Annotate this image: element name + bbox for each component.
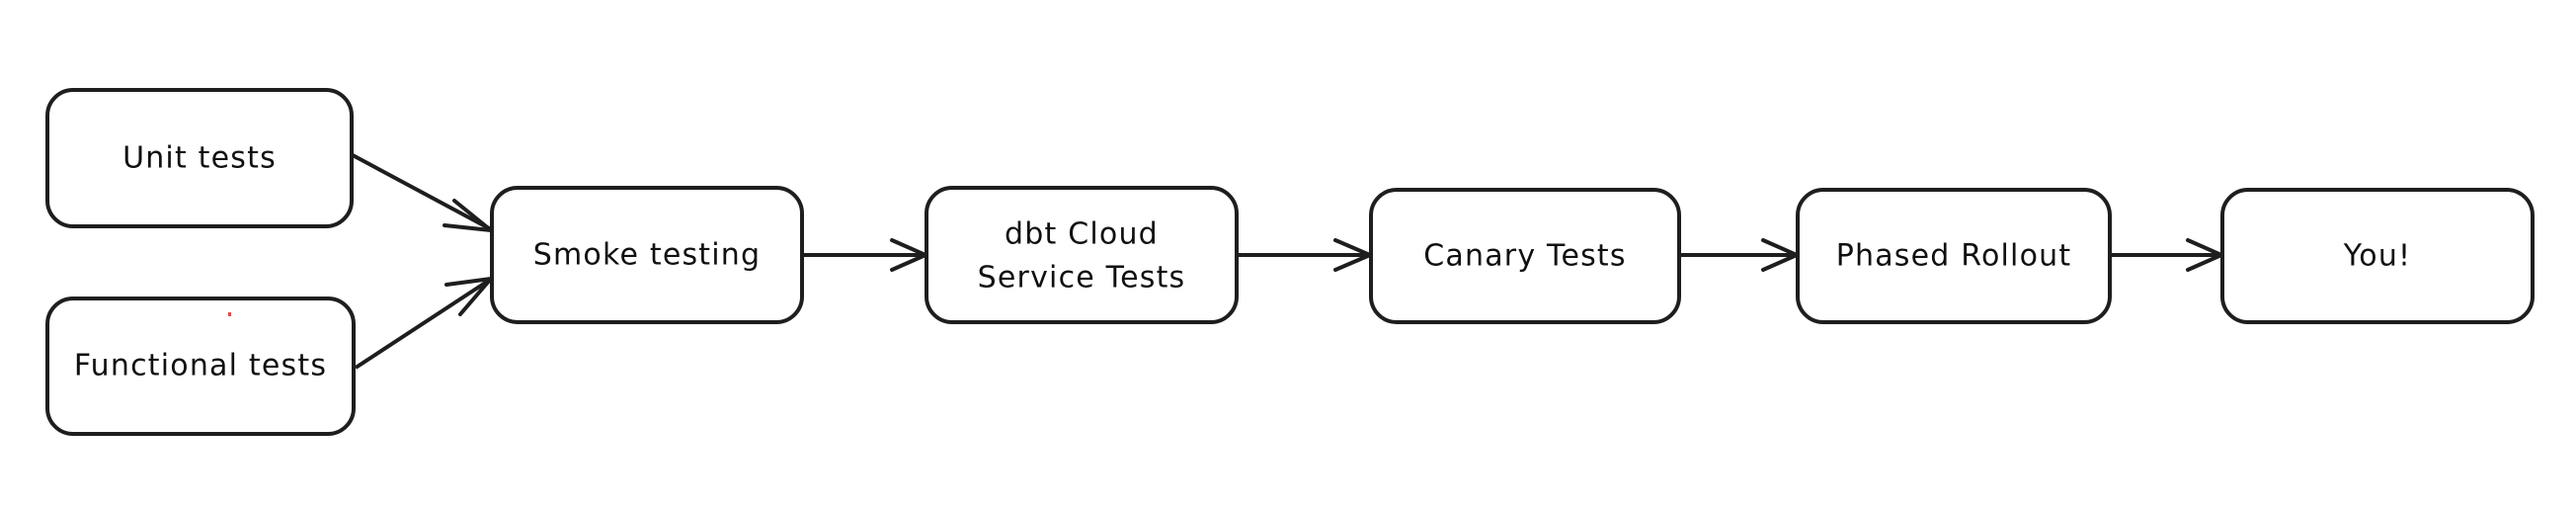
- edge-unit-to-smoke: [352, 153, 493, 232]
- node-you[interactable]: You!: [2220, 188, 2535, 324]
- artifact-speck: [228, 312, 231, 316]
- edge-phased-to-you: [2111, 238, 2223, 272]
- node-smoke-testing-shape: [490, 186, 804, 324]
- node-dbt-cloud-service-tests-label-line1: dbt Cloud: [1005, 217, 1159, 252]
- node-unit-tests[interactable]: Unit tests: [45, 88, 354, 228]
- node-phased-rollout-label: Phased Rollout: [1836, 239, 2072, 274]
- node-dbt-cloud-service-tests[interactable]: dbt Cloud Service Tests: [925, 186, 1239, 324]
- node-you-shape: [2220, 188, 2535, 324]
- edge-dbt-to-canary: [1238, 238, 1372, 272]
- node-phased-rollout-shape: [1796, 188, 2112, 324]
- node-unit-tests-shape: [45, 88, 354, 228]
- edge-functional-to-smoke: [354, 277, 493, 370]
- node-canary-tests-shape: [1369, 188, 1681, 324]
- node-functional-tests-shape: [45, 297, 356, 436]
- node-dbt-cloud-service-tests-shape: [925, 186, 1239, 324]
- node-dbt-cloud-service-tests-label-line2: Service Tests: [978, 261, 1186, 296]
- node-phased-rollout[interactable]: Phased Rollout: [1796, 188, 2112, 324]
- node-smoke-testing-label: Smoke testing: [533, 238, 762, 273]
- node-canary-tests[interactable]: Canary Tests: [1369, 188, 1681, 324]
- node-unit-tests-label: Unit tests: [122, 141, 277, 176]
- node-functional-tests[interactable]: Functional tests: [45, 297, 356, 436]
- edge-canary-to-phased: [1680, 238, 1799, 272]
- node-you-label: You!: [2343, 239, 2412, 274]
- node-canary-tests-label: Canary Tests: [1423, 239, 1626, 274]
- node-functional-tests-label: Functional tests: [74, 349, 327, 383]
- node-smoke-testing[interactable]: Smoke testing: [490, 186, 804, 324]
- edge-smoke-to-dbt: [803, 238, 927, 272]
